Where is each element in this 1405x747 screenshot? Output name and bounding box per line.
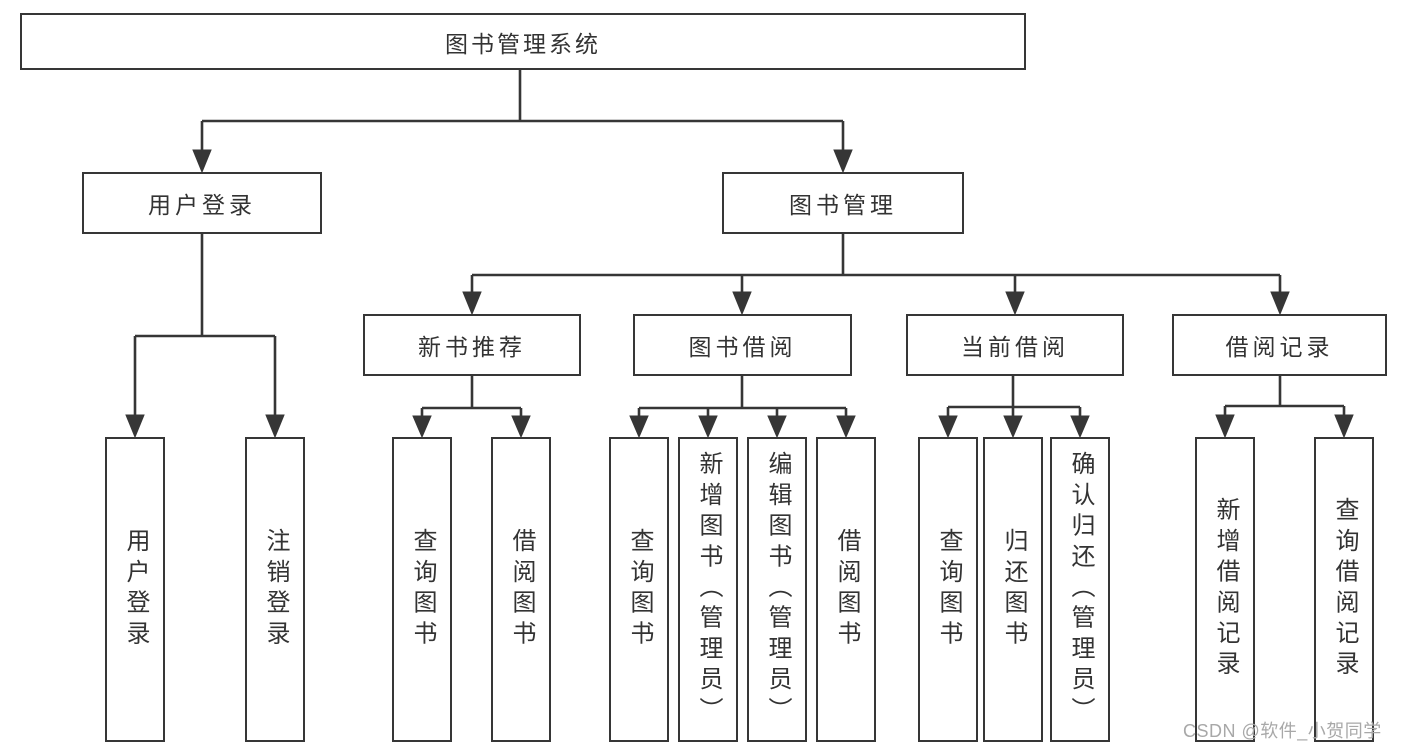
leaf-label: 新增借阅记录 <box>1212 497 1239 682</box>
node-new-book-recommend-label: 新书推荐 <box>418 334 526 360</box>
connector-root-to-level2 <box>192 70 853 174</box>
leaf-label: 查询图书 <box>409 528 436 651</box>
leaf-query-books-recommend: 查询图书 <box>392 437 452 742</box>
connector-user-login-to-leaves <box>125 234 285 439</box>
leaf-borrow-books-recommend: 借阅图书 <box>491 437 551 742</box>
node-new-book-recommend: 新书推荐 <box>363 314 581 376</box>
connector-borrow-records-to-leaves <box>1215 376 1354 439</box>
leaf-add-books-admin: 新增图书（管理员） <box>678 437 738 742</box>
node-book-management-label: 图书管理 <box>789 192 897 218</box>
leaf-return-books: 归还图书 <box>983 437 1043 742</box>
leaf-label: 借阅图书 <box>508 528 535 651</box>
node-book-borrow-label: 图书借阅 <box>688 334 797 360</box>
node-current-borrow-label: 当前借阅 <box>961 334 1069 360</box>
csdn-watermark: CSDN @软件_小贺同学 <box>1183 721 1382 741</box>
connector-current-borrow-to-leaves <box>938 376 1090 439</box>
leaf-edit-books-admin: 编辑图书（管理员） <box>747 437 807 742</box>
connector-book-management-to-level3 <box>462 234 1290 316</box>
node-book-borrow: 图书借阅 <box>633 314 852 376</box>
leaf-add-borrow-record: 新增借阅记录 <box>1195 437 1255 742</box>
leaf-query-books-current: 查询图书 <box>918 437 978 742</box>
leaf-label: 编辑图书（管理员） <box>764 451 791 728</box>
leaf-label: 注销登录 <box>262 528 289 651</box>
leaf-label: 新增图书（管理员） <box>695 451 722 728</box>
leaf-borrow-books: 借阅图书 <box>816 437 876 742</box>
leaf-label: 借阅图书 <box>833 528 860 651</box>
leaf-label: 查询借阅记录 <box>1331 497 1358 682</box>
node-current-borrow: 当前借阅 <box>906 314 1124 376</box>
leaf-label: 确认归还（管理员） <box>1067 451 1094 728</box>
leaf-label: 归还图书 <box>1000 528 1027 651</box>
leaf-label: 用户登录 <box>122 528 149 651</box>
node-user-login-label: 用户登录 <box>148 192 256 218</box>
leaf-user-login: 用户登录 <box>105 437 165 742</box>
connector-book-borrow-to-leaves <box>629 376 856 439</box>
node-user-login: 用户登录 <box>82 172 322 234</box>
node-borrow-records: 借阅记录 <box>1172 314 1387 376</box>
leaf-label: 查询图书 <box>935 528 962 651</box>
leaf-label: 查询图书 <box>626 528 653 651</box>
node-root-system: 图书管理系统 <box>20 13 1026 70</box>
connector-new-book-recommend-to-leaves <box>412 376 531 439</box>
leaf-confirm-return-admin: 确认归还（管理员） <box>1050 437 1110 742</box>
node-book-management: 图书管理 <box>722 172 964 234</box>
node-borrow-records-label: 借阅记录 <box>1225 334 1334 360</box>
node-root-label: 图书管理系统 <box>445 30 601 57</box>
leaf-logout: 注销登录 <box>245 437 305 742</box>
leaf-query-books-borrow: 查询图书 <box>609 437 669 742</box>
leaf-query-borrow-record: 查询借阅记录 <box>1314 437 1374 742</box>
